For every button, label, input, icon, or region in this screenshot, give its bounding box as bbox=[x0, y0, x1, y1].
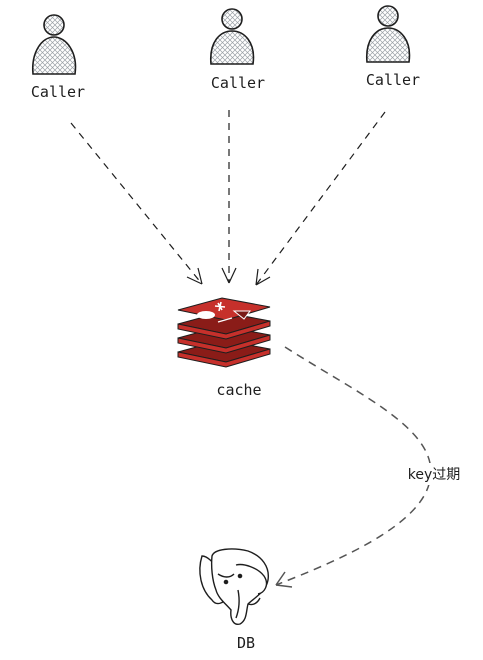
caller-right-icon bbox=[366, 5, 411, 63]
caller-left-label: Caller bbox=[30, 83, 86, 101]
arrow-caller-mid-to-cache bbox=[221, 110, 237, 284]
arrow-caller-left-to-cache bbox=[70, 122, 203, 285]
caller-mid-icon bbox=[210, 8, 255, 65]
postgresql-icon bbox=[199, 548, 269, 625]
caller-mid-label: Caller bbox=[210, 74, 266, 92]
arrow-cache-to-db bbox=[275, 346, 432, 588]
redis-icon bbox=[177, 297, 271, 368]
cache-label: cache bbox=[216, 381, 262, 399]
key-expired-label: key过期 bbox=[405, 463, 463, 485]
db-label: DB bbox=[236, 634, 256, 652]
arrow-caller-right-to-cache bbox=[255, 111, 386, 286]
caller-right-label: Caller bbox=[365, 71, 421, 89]
caller-left-icon bbox=[32, 14, 77, 75]
